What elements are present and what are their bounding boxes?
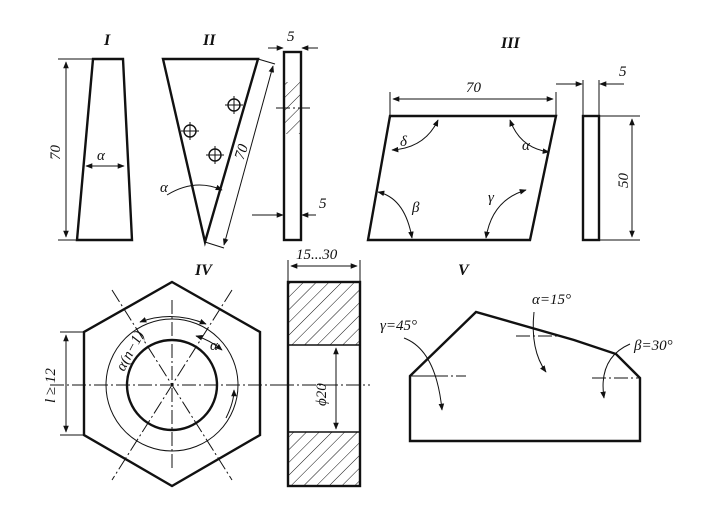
angle-label-gamma: γ — [488, 190, 495, 206]
figure-5-label: V — [458, 262, 470, 279]
side-dimension-label: 70 — [232, 142, 252, 162]
plate-side-view — [581, 114, 601, 242]
extension-line — [204, 241, 225, 249]
nut-section-outline — [286, 280, 362, 488]
angle-label-alpha: α — [522, 138, 531, 154]
thickness-bottom-label: 5 — [319, 196, 327, 212]
mounting-hole — [206, 146, 224, 164]
alpha-label: α=15° — [532, 292, 571, 308]
thickness-top-label: 5 — [287, 29, 295, 45]
mounting-hole — [225, 96, 243, 114]
beta-label: β=30° — [633, 338, 673, 354]
figure-4-hex-nut: IV α(n−1) α l ≥ 12 15...30 ϕ20 — [43, 247, 370, 488]
angle-label-delta: δ — [400, 134, 408, 150]
angle-arc — [166, 184, 223, 196]
thickness-label: 5 — [619, 64, 627, 80]
angle-arc-beta — [377, 190, 414, 239]
angle-label: α — [97, 148, 106, 164]
figure-1-label: I — [103, 32, 111, 49]
wedge-outline — [75, 57, 134, 242]
arc-inner-label: α — [210, 338, 219, 354]
section-width-label: 15...30 — [296, 247, 338, 263]
figure-4-label: IV — [194, 262, 213, 279]
section-hatch-top — [289, 283, 359, 345]
bore-dimension-label: ϕ20 — [314, 383, 330, 406]
angle-label-beta: β — [411, 200, 420, 216]
section-hatch-bottom — [289, 432, 359, 485]
rotation-arrow — [225, 389, 237, 419]
angle-arc-delta — [391, 119, 439, 153]
figure-2-triangular-plate: II 70 α 5 — [160, 29, 327, 249]
figure-1-wedge: I 70 α — [48, 32, 134, 242]
figure-5-chamfered-block: V γ=45° α=15° β=30° — [380, 262, 673, 443]
side-dimension-line — [222, 65, 275, 246]
gamma-label: γ=45° — [380, 318, 417, 334]
trapezoid-outline — [366, 114, 558, 242]
side-dimension-label: l ≥ 12 — [43, 368, 59, 403]
plate-side-view — [282, 50, 303, 242]
figure-2-label: II — [202, 32, 216, 49]
mounting-hole — [181, 122, 199, 140]
height-dimension-label: 50 — [616, 173, 632, 189]
angle-label: α — [160, 180, 169, 196]
angle-arc-beta — [600, 343, 631, 399]
figure-3-label: III — [500, 35, 520, 52]
angle-arc-gamma — [484, 189, 527, 239]
angle-arc-outer — [139, 315, 207, 325]
block-outline — [408, 310, 642, 443]
angle-arc-alpha — [532, 311, 547, 373]
hole-section-hatch — [285, 82, 300, 134]
height-dimension-label: 70 — [48, 145, 64, 161]
angle-arc-alpha — [509, 119, 550, 154]
angle-arc-gamma — [403, 337, 445, 411]
extension-line — [257, 58, 276, 65]
width-dimension-label: 70 — [466, 80, 482, 96]
figure-3-trapezoid-plate: III 70 δ α β γ 5 50 — [366, 35, 640, 242]
angle-arc-inner — [195, 335, 223, 351]
